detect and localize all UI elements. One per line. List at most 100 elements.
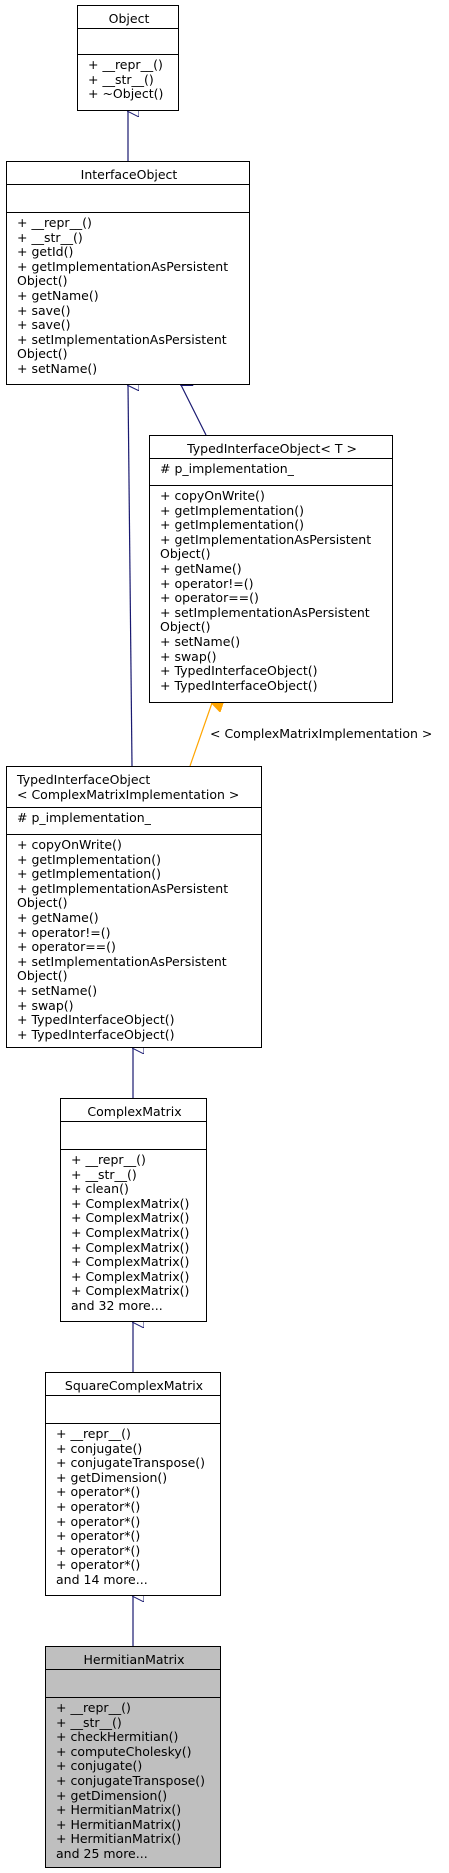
method: + getImplementationAsPersistent <box>17 880 229 896</box>
method: + setName() <box>17 982 98 998</box>
class-name: HermitianMatrix <box>83 1652 185 1667</box>
method: + computeCholesky() <box>56 1743 192 1759</box>
method: Object() <box>17 346 68 362</box>
methods-section: + __repr__() + __str__() + ~Object() <box>78 54 178 104</box>
method: + ComplexMatrix() <box>71 1268 190 1284</box>
method: + HermitianMatrix() <box>56 1802 182 1818</box>
method: + operator!=() <box>160 575 254 591</box>
method: + swap() <box>17 997 74 1013</box>
method: + getDimension() <box>56 1787 168 1803</box>
method: + __repr__() <box>88 57 163 72</box>
class-box-typedinterfaceobject-complexmatriximplementation: TypedInterfaceObject < ComplexMatrixImpl… <box>6 766 262 1048</box>
method: + ComplexMatrix() <box>71 1210 190 1226</box>
attributes-section <box>46 1669 220 1697</box>
method: + getName() <box>160 560 242 576</box>
method: + save() <box>17 302 71 318</box>
method: + __str__() <box>17 229 83 245</box>
class-name-line: < ComplexMatrixImplementation > <box>17 787 240 802</box>
method: + operator!=() <box>17 924 111 940</box>
attributes-section <box>7 184 249 212</box>
method: + getImplementation() <box>17 851 161 867</box>
method: + save() <box>17 317 71 333</box>
method: + operator*() <box>56 1542 141 1558</box>
class-box-object: Object + __repr__() + __str__() + ~Objec… <box>77 5 179 111</box>
method: + getId() <box>17 244 74 260</box>
attribute: # p_implementation_ <box>17 810 151 825</box>
class-name: SquareComplexMatrix <box>64 1378 204 1393</box>
method: + ComplexMatrix() <box>71 1254 190 1270</box>
class-name: TypedInterfaceObject < ComplexMatrixImpl… <box>7 767 261 807</box>
method: + TypedInterfaceObject() <box>17 1012 175 1028</box>
methods-section: + copyOnWrite() + getImplementation() + … <box>7 834 261 1044</box>
attributes-section <box>61 1121 206 1149</box>
method: + __repr__() <box>56 1426 131 1441</box>
method: + getDimension() <box>56 1469 168 1485</box>
method: + operator*() <box>56 1498 141 1514</box>
method: + ComplexMatrix() <box>71 1283 190 1299</box>
method: + conjugateTranspose() <box>56 1772 206 1788</box>
method: + ComplexMatrix() <box>71 1195 190 1211</box>
method: + conjugate() <box>56 1758 143 1774</box>
method: + operator*() <box>56 1557 141 1573</box>
method: + getImplementation() <box>160 517 304 533</box>
more-methods: and 14 more... <box>56 1571 148 1587</box>
class-box-squarecomplexmatrix: SquareComplexMatrix + __repr__() + conju… <box>45 1372 221 1596</box>
method: + operator*() <box>56 1528 141 1544</box>
class-box-interfaceobject: InterfaceObject + __repr__() + __str__()… <box>6 161 250 385</box>
methods-section: + __repr__() + __str__() + clean() + Com… <box>61 1149 206 1316</box>
method: + checkHermitian() <box>56 1729 179 1745</box>
method: + HermitianMatrix() <box>56 1816 182 1832</box>
attributes-section <box>78 28 178 54</box>
method: + TypedInterfaceObject() <box>17 1026 175 1042</box>
method: Object() <box>17 273 68 289</box>
method: + copyOnWrite() <box>17 837 122 852</box>
method: + getImplementation() <box>17 866 161 882</box>
method: Object() <box>17 895 68 911</box>
methods-section: + __repr__() + __str__() + getId() + get… <box>7 212 249 379</box>
method: + HermitianMatrix() <box>56 1831 182 1847</box>
methods-section: + __repr__() + conjugate() + conjugateTr… <box>46 1423 220 1590</box>
class-box-hermitianmatrix: HermitianMatrix + __repr__() + __str__()… <box>45 1646 221 1868</box>
method: + operator==() <box>160 590 259 606</box>
attribute: # p_implementation_ <box>160 461 294 476</box>
class-name: TypedInterfaceObject< T > <box>187 441 357 456</box>
method: + conjugateTranspose() <box>56 1455 206 1471</box>
method: + TypedInterfaceObject() <box>160 677 318 693</box>
attributes-section <box>46 1395 220 1423</box>
edge-template-binding <box>189 703 212 767</box>
method: + getName() <box>17 287 99 303</box>
method: + setName() <box>160 633 241 649</box>
method: + __str__() <box>88 71 154 87</box>
method: + __repr__() <box>17 215 92 230</box>
method: + __repr__() <box>56 1700 131 1715</box>
method: Object() <box>17 968 68 984</box>
method: + ComplexMatrix() <box>71 1224 190 1240</box>
class-name: InterfaceObject <box>80 167 178 182</box>
methods-section: + __repr__() + __str__() + checkHermitia… <box>46 1697 220 1864</box>
method: + setImplementationAsPersistent <box>160 604 370 620</box>
class-name: ComplexMatrix <box>87 1104 182 1119</box>
method: + swap() <box>160 648 217 664</box>
edge-typedinterfaceobject-t-to-interfaceobject <box>181 385 207 436</box>
method: + TypedInterfaceObject() <box>160 663 318 679</box>
attributes-section: # p_implementation_ <box>7 807 261 834</box>
method: + getImplementationAsPersistent <box>160 531 372 547</box>
template-binding-label: < ComplexMatrixImplementation > <box>210 726 433 741</box>
method: + ~Object() <box>88 86 164 102</box>
method: Object() <box>160 619 211 635</box>
method: + clean() <box>71 1181 129 1197</box>
method: + copyOnWrite() <box>160 488 265 503</box>
method: + setImplementationAsPersistent <box>17 331 227 347</box>
class-name-line: TypedInterfaceObject <box>17 772 151 787</box>
method: + getImplementation() <box>160 502 304 518</box>
attributes-section: # p_implementation_ <box>150 458 392 485</box>
method: + getImplementationAsPersistent <box>17 258 229 274</box>
methods-section: + copyOnWrite() + getImplementation() + … <box>150 485 392 695</box>
class-name: Object <box>108 11 150 26</box>
method: + conjugate() <box>56 1440 143 1456</box>
method: + __str__() <box>56 1714 122 1730</box>
method: + getName() <box>17 909 99 925</box>
method: + __repr__() <box>71 1152 146 1167</box>
class-box-complexmatrix: ComplexMatrix + __repr__() + __str__() +… <box>60 1098 207 1322</box>
